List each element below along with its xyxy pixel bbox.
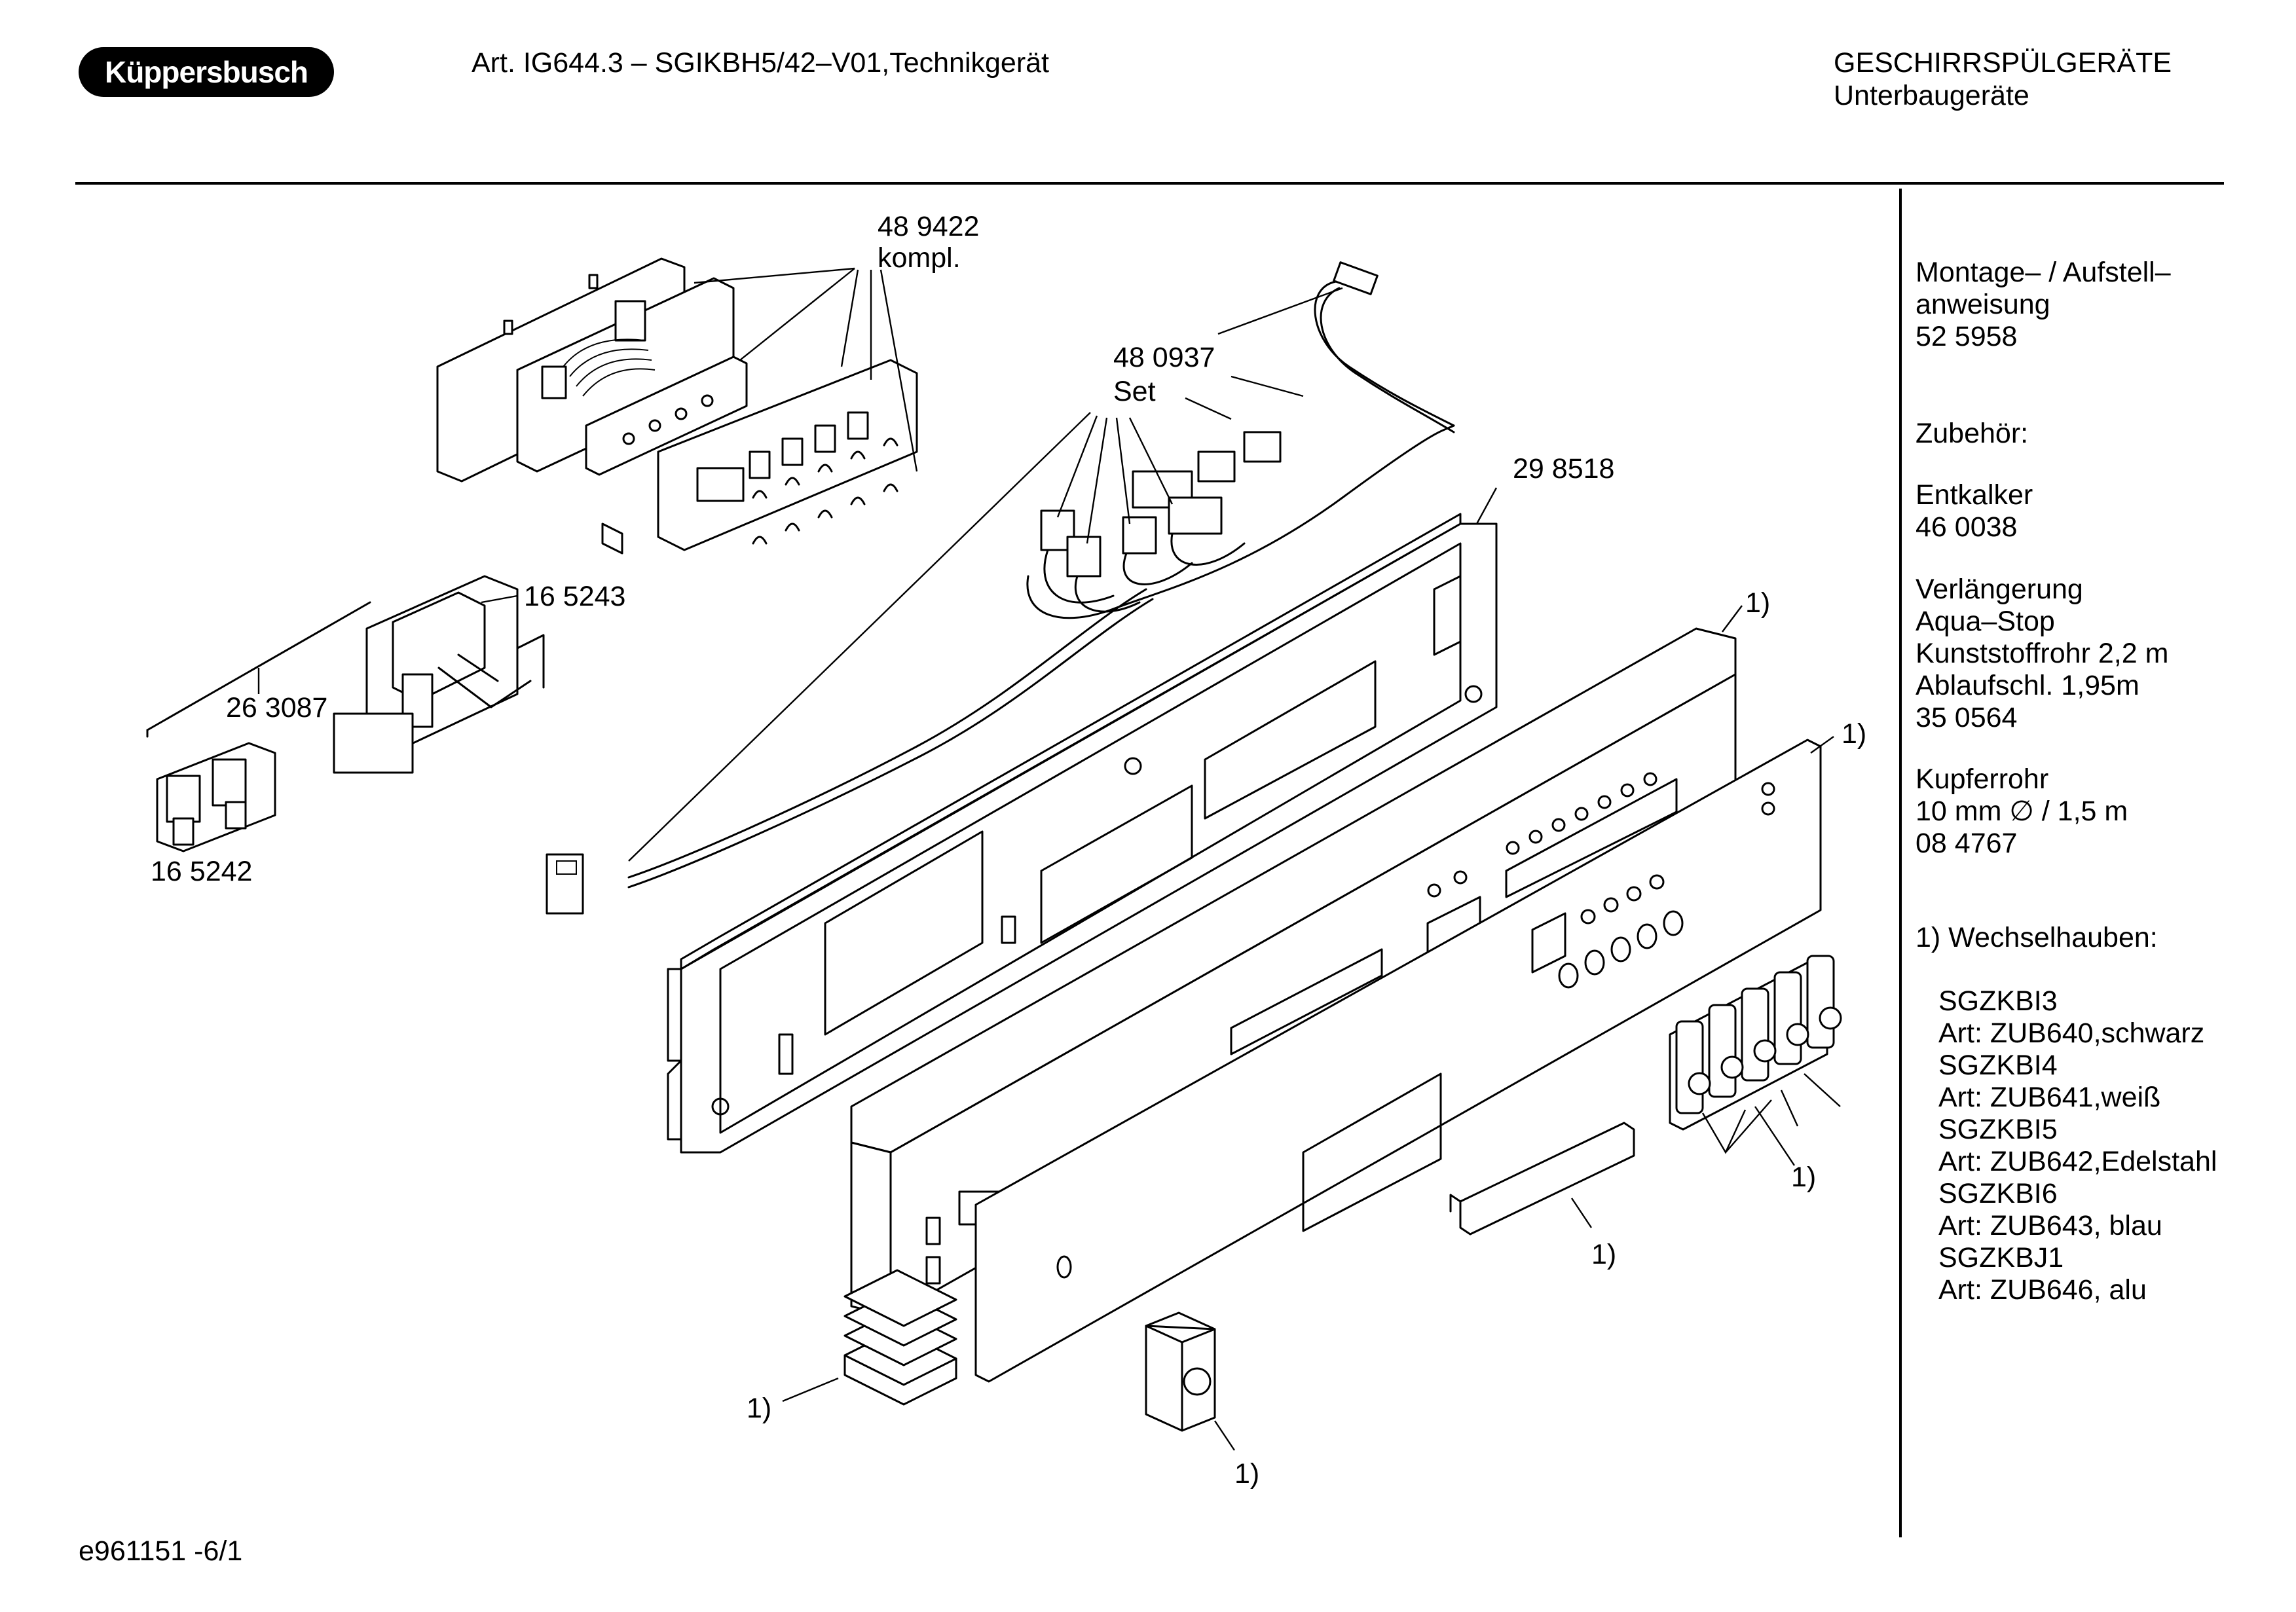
part-number-switch-holder: 16 5243: [524, 581, 625, 612]
control-panel-frame-drawing: [667, 513, 1498, 1154]
exchange-mark-stack: 1): [747, 1393, 771, 1424]
exchange-knob-single-leader: [1214, 1420, 1235, 1451]
part-number-rod: 26 3087: [226, 692, 327, 724]
sidebar-exchange-covers-heading: 1) Wechselhauben:: [1916, 922, 2158, 953]
switch-holder-drawing: [146, 575, 545, 774]
exchange-mark-single-knob: 1): [1234, 1458, 1259, 1490]
exchange-strip-leader: [1571, 1198, 1592, 1228]
frame-leader: [1475, 487, 1498, 524]
exchange-stack-leader: [782, 1377, 839, 1402]
exchange-mark-plate: 1): [1842, 718, 1866, 750]
sidebar-copper-pipe: Kupferrohr 10 mm ∅ / 1,5 m 08 4767: [1916, 763, 2128, 859]
article-title: Art. IG644.3 – SGIKBH5/42–V01,Technikger…: [472, 47, 1050, 79]
brand-logo: Küppersbusch: [79, 47, 334, 97]
exchange-mark-strip: 1): [1591, 1239, 1616, 1270]
exchange-cover-console-leader: [1722, 605, 1743, 632]
control-module-leaders: [694, 267, 918, 472]
sidebar-accessories-heading: Zubehör:: [1916, 418, 2029, 449]
exchange-mark-knobs: 1): [1791, 1162, 1816, 1193]
exchange-cover-plate: [974, 739, 1822, 1383]
part-number-switch-unit: 16 5242: [151, 856, 252, 887]
exchange-knob-block: [1669, 955, 1842, 1131]
switch-holder-leader: [481, 595, 518, 604]
category-title: GESCHIRRSPÜLGERÄTE: [1834, 47, 2172, 79]
part-number-control-module: 48 9422: [878, 211, 979, 242]
wiring-set-leaders: [628, 287, 1343, 862]
subcategory-title: Unterbaugeräte: [1834, 80, 2029, 111]
header-divider: [75, 182, 2224, 185]
control-module-drawing: [436, 257, 918, 555]
exchange-strip: [1449, 1122, 1635, 1236]
exchange-knob-leaders: [1701, 1073, 1841, 1166]
switch-unit-drawing: [156, 742, 276, 852]
sidebar-extension: Verlängerung Aqua–Stop Kunststoffrohr 2,…: [1916, 574, 2169, 733]
part-label-kompl: kompl.: [878, 242, 961, 274]
part-label-set: Set: [1113, 376, 1156, 407]
exchange-cover-plate-leader: [1810, 736, 1834, 754]
sidebar-descaler: Entkalker 46 0038: [1916, 479, 2033, 543]
sidebar-manual: Montage– / Aufstell– anweisung 52 5958: [1916, 257, 2171, 352]
exchange-panel-stack: [843, 1269, 957, 1406]
part-number-control-panel-frame: 29 8518: [1513, 453, 1614, 485]
brand-logo-text: Küppersbusch: [104, 55, 308, 89]
sidebar-exchange-covers-list: SGZKBI3 Art: ZUB640,schwarz SGZKBI4 Art:…: [1938, 985, 2217, 1306]
drawing-number: e961151 -6/1: [79, 1535, 243, 1567]
sidebar-divider: [1899, 189, 1902, 1537]
part-number-wiring-set: 48 0937: [1113, 342, 1215, 373]
exploded-parts-drawing: 48 9422 kompl. 48 0937 Set: [146, 211, 1866, 1490]
exchange-single-knob: [1145, 1311, 1216, 1432]
exchange-mark-console: 1): [1745, 587, 1770, 619]
wiring-harness-drawing: [546, 261, 1455, 915]
